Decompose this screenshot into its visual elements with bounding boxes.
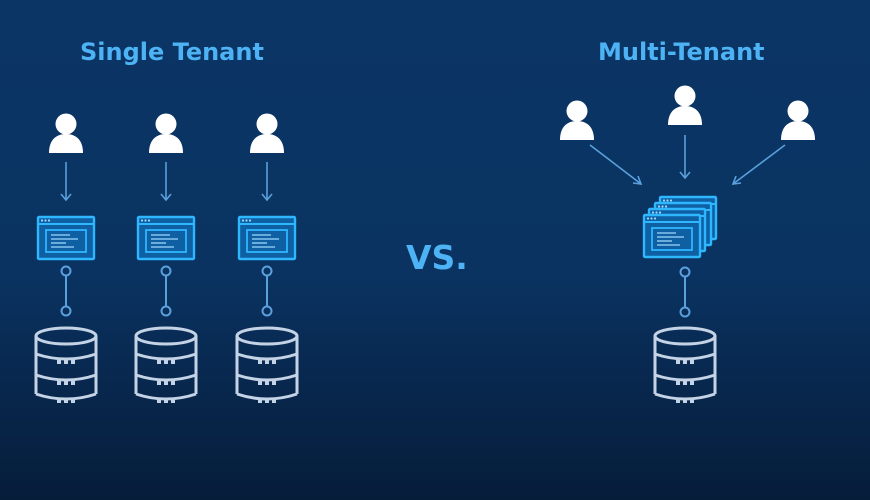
single-tenant-stack-3 xyxy=(235,113,299,405)
database-icon xyxy=(653,326,717,405)
user-icon xyxy=(149,113,183,153)
app-window-icon xyxy=(36,215,96,261)
single-tenant-title: Single Tenant xyxy=(80,38,264,66)
app-window-icon xyxy=(136,215,196,261)
single-tenant-stack-1 xyxy=(34,113,98,405)
single-tenant-stack-2 xyxy=(134,113,198,405)
arrow-icon xyxy=(589,144,643,185)
user-icon xyxy=(49,113,83,153)
multi-tenant-group xyxy=(560,85,815,405)
connector-icon xyxy=(160,265,172,317)
stacked-app-windows-icon xyxy=(644,197,716,257)
app-window-icon xyxy=(237,215,297,261)
database-icon xyxy=(34,326,98,405)
arrow-down-icon xyxy=(261,161,273,201)
user-icon xyxy=(781,100,815,140)
connector-icon xyxy=(60,265,72,317)
database-icon xyxy=(235,326,299,405)
user-icon xyxy=(668,85,702,125)
arrow-icon xyxy=(731,144,786,185)
database-icon xyxy=(134,326,198,405)
multi-tenant-title: Multi-Tenant xyxy=(598,38,765,66)
user-icon xyxy=(250,113,284,153)
connector-icon xyxy=(679,266,691,318)
connector-icon xyxy=(261,265,273,317)
user-icon xyxy=(560,100,594,140)
arrow-icon xyxy=(679,135,691,180)
arrow-down-icon xyxy=(60,161,72,201)
vs-label: VS. xyxy=(406,238,468,277)
arrow-down-icon xyxy=(160,161,172,201)
